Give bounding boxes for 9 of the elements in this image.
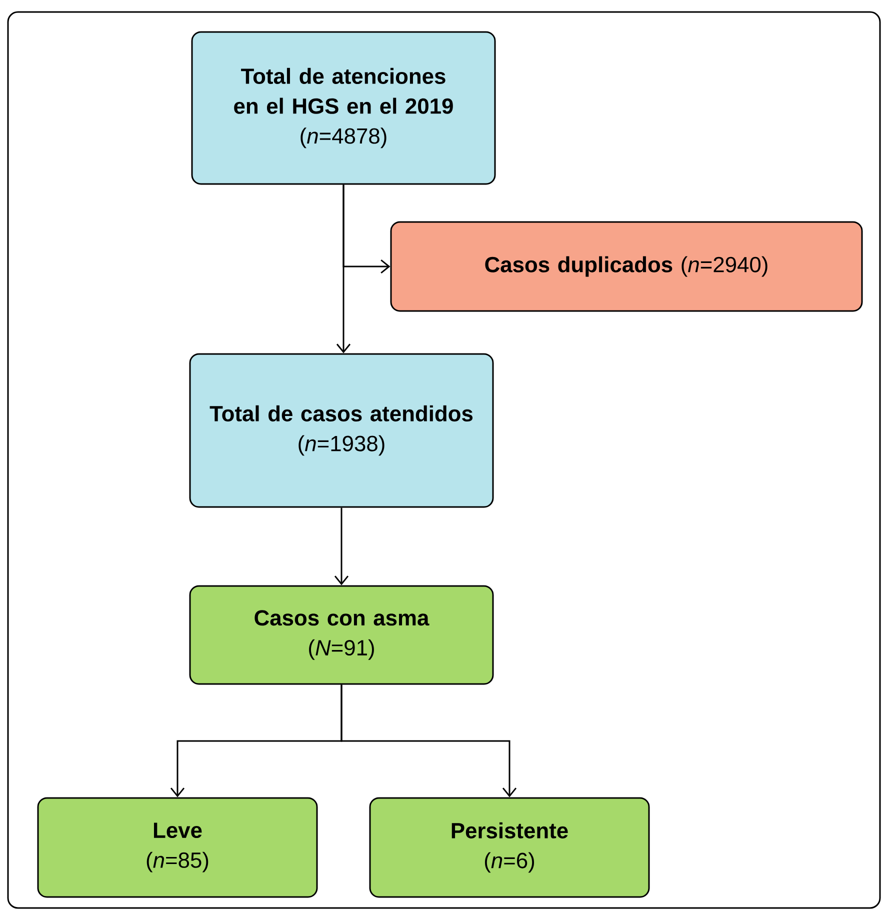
process-box: Total de atenciones en el HGS en el 2019 (n=4878) bbox=[191, 31, 496, 185]
process-box: Casos con asma (N=91) bbox=[189, 585, 494, 685]
process-box: Casos duplicados (n=2940) bbox=[390, 221, 863, 312]
process-box: Total de casos atendidos (n=1938) bbox=[189, 353, 494, 508]
process-box: Leve (n=85) bbox=[37, 797, 318, 898]
arrow bbox=[340, 684, 517, 798]
arrow bbox=[334, 508, 349, 586]
process-box: Persistente (n=6) bbox=[369, 797, 650, 898]
arrow bbox=[342, 184, 390, 274]
